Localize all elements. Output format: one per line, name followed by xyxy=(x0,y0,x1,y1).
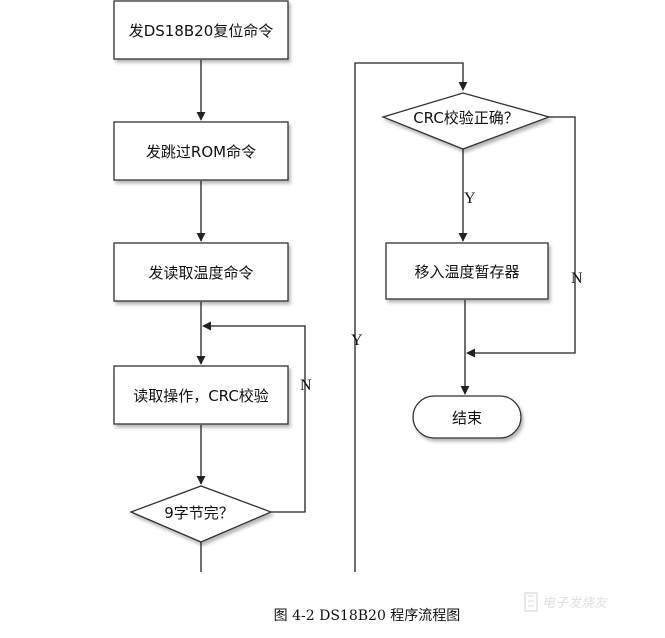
left-column-connectors xyxy=(196,60,306,572)
read-temperature-command-label: 发读取温度命令 xyxy=(148,264,253,282)
crc-check-decision-label: CRC校验正确？ xyxy=(413,109,519,127)
figure-caption: 图 4-2 DS18B20 程序流程图 xyxy=(274,608,461,624)
move-to-scratchpad-label: 移入温度暂存器 xyxy=(414,263,519,281)
move-to-scratchpad-box: 移入温度暂存器 xyxy=(385,242,549,300)
watermark-text: 电子发烧友 xyxy=(542,596,609,611)
read-operation-crc-box: 读取操作，CRC校验 xyxy=(113,365,289,425)
skip-rom-command-box: 发跳过ROM命令 xyxy=(113,121,289,181)
long-yes-label: Y xyxy=(351,332,363,349)
right-column-connectors xyxy=(458,116,576,395)
crc-check-decision: CRC校验正确？ xyxy=(381,92,552,150)
end-terminator: 结束 xyxy=(412,395,522,439)
read-operation-crc-label: 读取操作，CRC校验 xyxy=(133,387,269,405)
reset-command-box: 发DS18B20复位命令 xyxy=(113,0,289,60)
long-yes-connector xyxy=(354,62,468,572)
read-temperature-command-box: 发读取温度命令 xyxy=(113,242,289,302)
nine-bytes-decision: 9字节完？ xyxy=(129,485,273,543)
left-loop-no-label: N xyxy=(300,377,312,394)
reset-command-label: 发DS18B20复位命令 xyxy=(129,22,274,40)
nine-bytes-decision-label: 9字节完？ xyxy=(164,504,234,522)
crc-no-label: N xyxy=(571,270,583,287)
end-terminator-label: 结束 xyxy=(452,409,482,427)
skip-rom-command-label: 发跳过ROM命令 xyxy=(146,143,256,161)
crc-yes-label: Y xyxy=(464,190,476,207)
watermark-logo: 电子发烧友 xyxy=(524,592,609,612)
